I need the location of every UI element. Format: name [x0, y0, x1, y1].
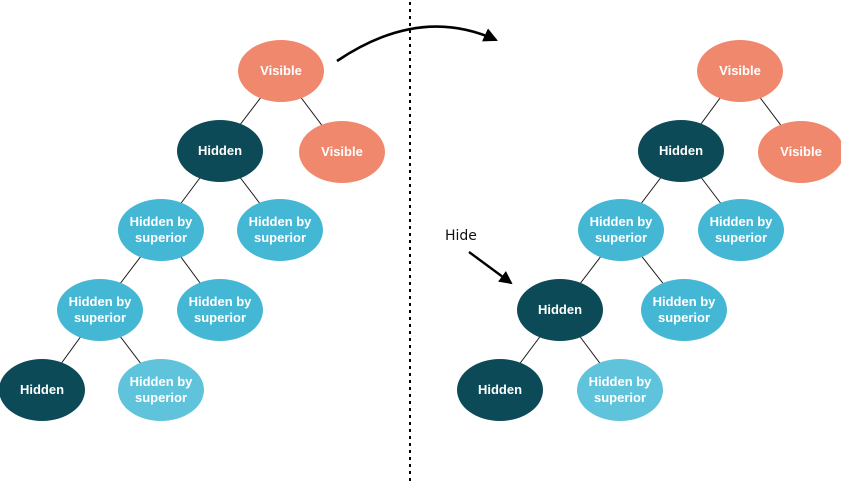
node-label: Hidden by superior	[248, 213, 312, 245]
node-label: Hidden by superior	[652, 293, 716, 325]
node-hidden-by-superior: Hidden by superior	[578, 199, 664, 261]
node-label: Visible	[719, 62, 761, 78]
node-visible: Visible	[758, 121, 841, 183]
node-label: Hidden	[537, 301, 583, 317]
hide-pointer-arrow	[468, 251, 513, 285]
node-hidden: Hidden	[638, 120, 724, 182]
node-label: Visible	[260, 62, 302, 78]
node-visible: Visible	[238, 40, 324, 102]
node-label: Hidden	[19, 381, 65, 397]
node-label: Hidden by superior	[129, 373, 193, 405]
node-hidden: Hidden	[177, 120, 263, 182]
node-label: Hidden	[477, 381, 523, 397]
node-label: Hidden by superior	[188, 293, 252, 325]
node-hidden-by-superior: Hidden by superior	[641, 279, 727, 341]
hide-annotation-label: Hide	[445, 228, 477, 244]
node-hidden-by-superior: Hidden by superior	[577, 359, 663, 421]
node-hidden-by-superior: Hidden by superior	[177, 279, 263, 341]
node-hidden-target: Hidden	[517, 279, 603, 341]
node-label: Visible	[780, 143, 822, 159]
node-hidden-by-superior: Hidden by superior	[118, 359, 204, 421]
node-label: Hidden by superior	[588, 373, 652, 405]
node-label: Visible	[321, 143, 363, 159]
node-label: Hidden	[197, 142, 243, 158]
node-hidden: Hidden	[0, 359, 85, 421]
node-hidden-by-superior: Hidden by superior	[698, 199, 784, 261]
node-hidden-by-superior: Hidden by superior	[118, 199, 204, 261]
node-visible: Visible	[697, 40, 783, 102]
node-hidden: Hidden	[457, 359, 543, 421]
node-label: Hidden by superior	[589, 213, 653, 245]
transition-curved-arrow	[336, 25, 498, 63]
node-hidden-by-superior: Hidden by superior	[57, 279, 143, 341]
node-visible: Visible	[299, 121, 385, 183]
node-label: Hidden	[658, 142, 704, 158]
node-label: Hidden by superior	[709, 213, 773, 245]
node-hidden-by-superior: Hidden by superior	[237, 199, 323, 261]
node-label: Hidden by superior	[68, 293, 132, 325]
node-label: Hidden by superior	[129, 213, 193, 245]
